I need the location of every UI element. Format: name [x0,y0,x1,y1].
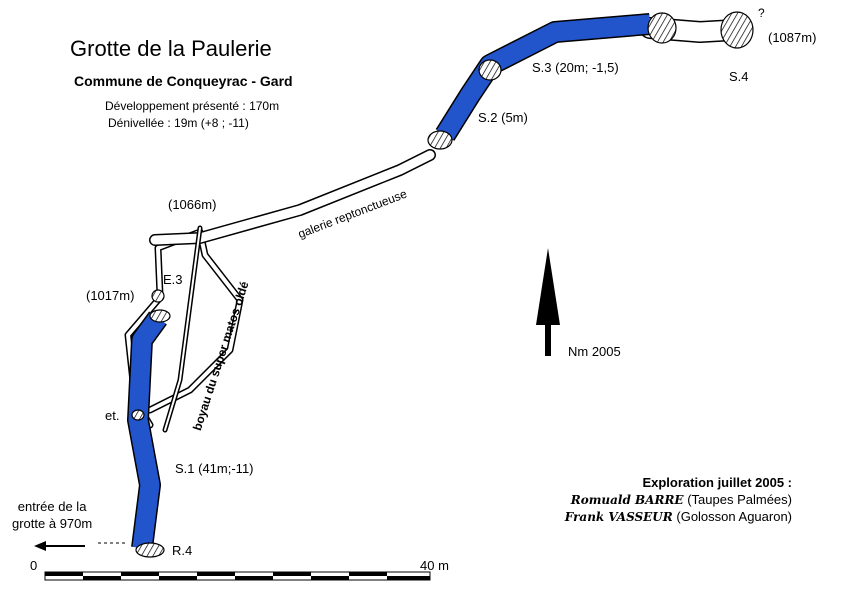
s4-label: S.4 [729,69,749,84]
s4-question-label: ? [758,6,765,20]
scale-start: 0 [30,558,38,573]
hatched-boulders [131,11,754,558]
entrance-label: entrée de la grotte à 970m [12,499,93,531]
scale-bar [44,571,431,581]
et-label: et. [105,408,120,423]
map-title: Grotte de la Paulerie [70,36,272,61]
entrance-arrow [34,541,128,551]
explorer-club: (Golosson Aguaron) [676,509,792,524]
north-arrow-icon [536,248,560,356]
s3-label: S.3 (20m; -1,5) [532,60,619,75]
explorer-club: (Taupes Palmées) [687,492,792,507]
denivelee-text: Dénivellée : 19m (+8 ; -11) [108,116,249,130]
development-text: Développement présenté : 170m [105,99,280,113]
explorer-2: Frank VASSEUR (Golosson Aguaron) [565,509,792,524]
commune-subtitle: Commune de Conqueyrac - Gard [74,73,293,89]
r4-label: R.4 [172,543,193,558]
s2-label: S.2 (5m) [478,110,528,125]
explorer-1: Romuald BARRE (Taupes Palmées) [571,492,792,507]
altitude-1087-label: (1087m) [768,30,817,45]
altitude-1017-label: (1017m) [86,288,135,303]
s1-label: S.1 (41m;-11) [175,461,254,476]
scale-end: 40 m [420,558,449,573]
explorer-name: Romuald BARRE [570,493,684,507]
north-label: Nm 2005 [568,344,621,359]
altitude-1066-label: (1066m) [168,197,217,212]
explorer-name: Frank VASSEUR [564,510,673,524]
e3-label: E.3 [163,272,183,287]
exploration-title: Exploration juillet 2005 : [642,475,792,490]
